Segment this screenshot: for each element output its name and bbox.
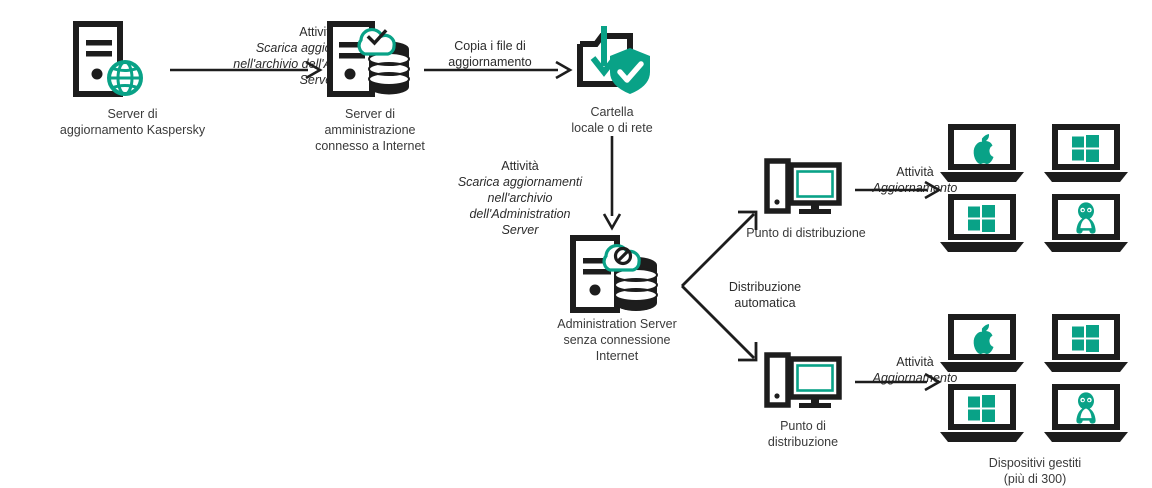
node-label-admin-server-offline: Administration Server senza connessione … [557,317,677,363]
laptop-windows-top [1044,124,1128,182]
server-globe-icon [73,21,143,97]
server-database-cloud-blocked-icon [570,235,658,313]
device-group-bottom [940,312,1130,442]
windows-logo-icon [968,395,995,422]
laptop-linux-top [1044,194,1128,252]
edge-label-line1: Attività [896,165,934,179]
node-kaspersky-update-server [72,20,150,100]
node-label-kaspersky-update-server: Server di aggiornamento Kaspersky [59,107,206,137]
laptop-windows2-top [940,194,1024,252]
node-label-distribution-point-bottom: Punto di distribuzione [767,419,839,449]
node-admin-server-online [327,18,411,100]
arrow-folder-to-offline-admin [602,136,622,231]
edge-label-line1: Attività [501,159,539,173]
node-local-network-folder [572,22,652,98]
node-distribution-point-top [764,158,842,222]
node-label-local-network-folder: Cartella locale o di rete [571,105,653,135]
apple-logo-icon [973,324,994,355]
server-database-cloud-check-icon [327,21,410,97]
laptop-windows-bottom [1044,314,1128,372]
apple-logo-icon [973,134,994,165]
laptop-apple-bottom [940,314,1024,372]
laptop-linux-bottom [1044,384,1128,442]
desktop-computer-icon [764,352,842,408]
node-label-distribution-point-top: Punto di distribuzione [746,226,866,240]
edge-label-line1: Attività [896,355,934,369]
laptop-apple-top [940,124,1024,182]
laptop-group-icon [940,124,1128,252]
node-distribution-point-bottom [764,352,842,416]
edge-label-line1: Copia i file di aggiornamento [448,39,532,69]
device-group-top [940,122,1130,252]
arrow-dp-top-to-devices [855,180,942,200]
node-label-admin-server-online: Server di amministrazione connesso a Int… [315,107,425,153]
windows-logo-icon [1072,325,1099,352]
windows-logo-icon [1072,135,1099,162]
edge-label-auto-distribution: Distribuzione automatica [700,263,830,311]
laptop-group-icon [940,314,1128,442]
laptop-windows2-bottom [940,384,1024,442]
edge-label-copy-files: Copia i file di aggiornamento [400,22,580,70]
arrow-admin-to-folder [424,60,573,80]
desktop-computer-icon [764,158,842,214]
windows-logo-icon [968,205,995,232]
arrow-dp-bottom-to-devices [855,372,942,392]
arrow-auto-distribution-branch [681,210,758,362]
folder-download-shield-icon [577,26,650,94]
edge-label-line1: Distribuzione automatica [728,280,802,310]
arrow-kaspersky-to-admin [170,60,323,80]
node-admin-server-offline [570,232,660,316]
edge-label-download-to-offline-admin: Attività Scarica aggiornamenti nell'arch… [440,142,600,254]
linux-penguin-logo-icon [1076,202,1096,234]
linux-penguin-logo-icon [1076,392,1096,424]
node-label-managed-devices: Dispositivi gestiti (più di 300) [988,456,1082,486]
edge-label-line2: Scarica aggiornamenti nell'archivio dell… [457,175,583,237]
